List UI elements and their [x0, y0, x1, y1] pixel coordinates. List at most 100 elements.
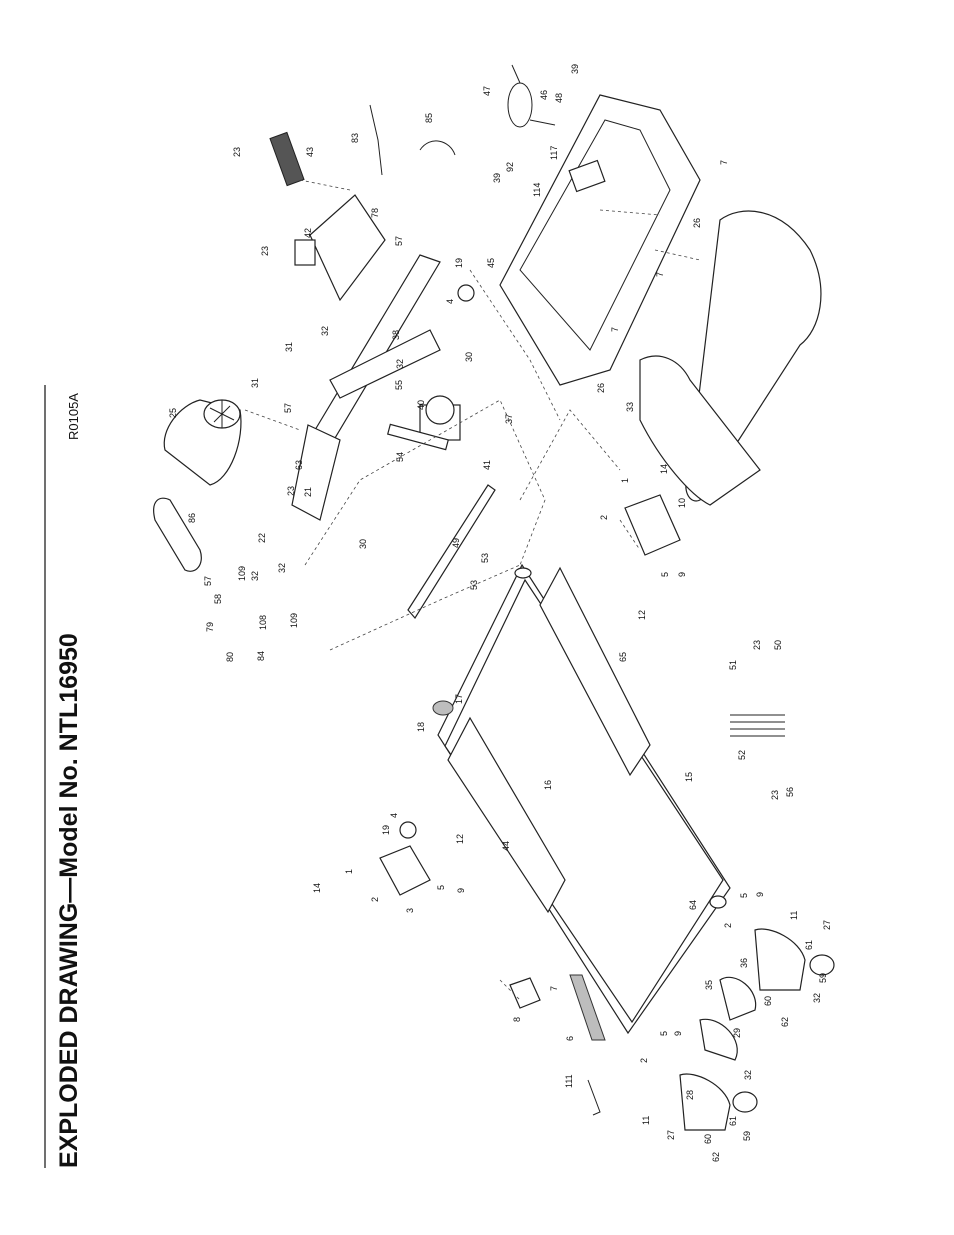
assembly-guides	[244, 179, 701, 1001]
part-number-label: 32	[320, 326, 330, 336]
part-number-label: 51	[728, 660, 738, 670]
incline-motor	[386, 395, 461, 451]
part-number-label: 18	[416, 722, 426, 732]
part-number-label: 9	[677, 572, 687, 577]
part-number-label: 23	[770, 790, 780, 800]
part-number-label: 7	[549, 986, 559, 991]
part-number-label: 23	[260, 246, 270, 256]
page-title: EXPLODED DRAWING—Model No. NTL16950	[55, 633, 83, 1168]
part-number-label: 5	[659, 1031, 669, 1036]
part-number-label: 36	[739, 958, 749, 968]
part-number-label: 58	[213, 594, 223, 604]
base-frame	[407, 484, 496, 620]
part-number-label: 5	[739, 893, 749, 898]
part-number-label: 23	[752, 640, 762, 650]
incline-gear	[425, 395, 455, 425]
upright-frame	[291, 254, 441, 521]
heatsink	[269, 131, 305, 187]
leveling-foot-35	[719, 976, 757, 1021]
controller-board	[309, 194, 386, 302]
part-number-label: 62	[780, 1017, 790, 1027]
upright-base	[291, 424, 341, 521]
part-number-label: 14	[312, 883, 322, 893]
guide-line	[619, 519, 641, 551]
part-number-label: 7	[655, 272, 665, 277]
part-number-label: 14	[659, 464, 669, 474]
front-wheel-19b	[457, 284, 475, 302]
part-number-label: 15	[684, 772, 694, 782]
part-number-label: 85	[424, 113, 434, 123]
front-bracket-10	[624, 494, 681, 556]
base-rail	[407, 484, 496, 620]
guide-line	[299, 179, 351, 191]
part-number-label: 39	[570, 64, 580, 74]
part-number-label: 32	[395, 359, 405, 369]
controller-assembly	[269, 131, 386, 302]
part-number-label: 53	[480, 553, 490, 563]
part-number-label: 1	[344, 869, 354, 874]
roller-pulley	[432, 700, 454, 716]
guide-line	[499, 979, 521, 1001]
wheel-right	[809, 954, 835, 976]
part-number-label: 78	[370, 208, 380, 218]
part-number-label: 12	[455, 834, 465, 844]
part-number-label: 23	[286, 486, 296, 496]
rear-foot-left	[679, 1073, 731, 1131]
part-number-label: 3	[405, 908, 415, 913]
part-number-label: 7	[719, 160, 729, 165]
guide-line	[304, 399, 546, 566]
part-number-label: 11	[641, 1116, 651, 1125]
part-number-label: 9	[456, 888, 466, 893]
front-wheel-19	[399, 821, 417, 839]
rear-foot-right	[754, 928, 806, 991]
part-number-label: 27	[666, 1130, 676, 1140]
part-number-label: 23	[232, 147, 242, 157]
part-number-label: 31	[250, 378, 260, 388]
part-number-label: 30	[464, 352, 474, 362]
part-number-label: 32	[277, 563, 287, 573]
deck-and-frame	[432, 563, 731, 1041]
part-number-label: 60	[763, 996, 773, 1006]
part-number-label: 8	[512, 1017, 522, 1022]
part-number-label: 44	[501, 841, 511, 851]
front-roller-end	[514, 567, 532, 579]
part-number-label: 57	[394, 236, 404, 246]
part-number-label: 9	[755, 892, 765, 897]
part-number-label: 57	[283, 403, 293, 413]
motor-hood	[499, 94, 701, 386]
part-number-label: 2	[599, 515, 609, 520]
part-number-label: 40	[416, 400, 426, 410]
part-number-label: 25	[168, 408, 178, 418]
part-number-label: 16	[543, 780, 553, 790]
part-number-label: 11	[789, 911, 799, 920]
part-number-label: 21	[303, 487, 313, 497]
wheel-left	[732, 1091, 758, 1113]
part-number-label: 108	[258, 615, 268, 630]
bracket-plate	[509, 977, 541, 1009]
wire-harness-83	[369, 104, 383, 176]
part-number-label: 52	[737, 750, 747, 760]
part-number-label: 7	[610, 327, 620, 332]
belt-panel-right	[539, 566, 651, 777]
part-number-label: 43	[305, 147, 315, 157]
deck-part	[444, 578, 724, 1024]
part-number-label: 61	[728, 1116, 738, 1126]
part-number-label: 114	[532, 183, 542, 197]
motor-fan-blades	[209, 400, 235, 428]
leveling-foot-29	[699, 1018, 738, 1061]
side-rail	[639, 210, 822, 506]
part-number-label: 59	[742, 1131, 752, 1141]
part-number-label: 32	[743, 1070, 753, 1080]
part-number-label: 42	[303, 228, 313, 238]
guide-line	[244, 409, 301, 431]
part-number-label: 19	[381, 825, 391, 835]
incline-shaft	[386, 423, 450, 451]
part-number-label: 37	[504, 414, 514, 424]
part-number-label: 28	[685, 1090, 695, 1100]
part-number-label: 86	[187, 513, 197, 523]
part-number-label: 4	[445, 299, 455, 304]
part-number-label: 79	[205, 622, 215, 632]
drawing-code: R0105A	[66, 393, 81, 440]
power-cord-lead	[511, 64, 556, 126]
